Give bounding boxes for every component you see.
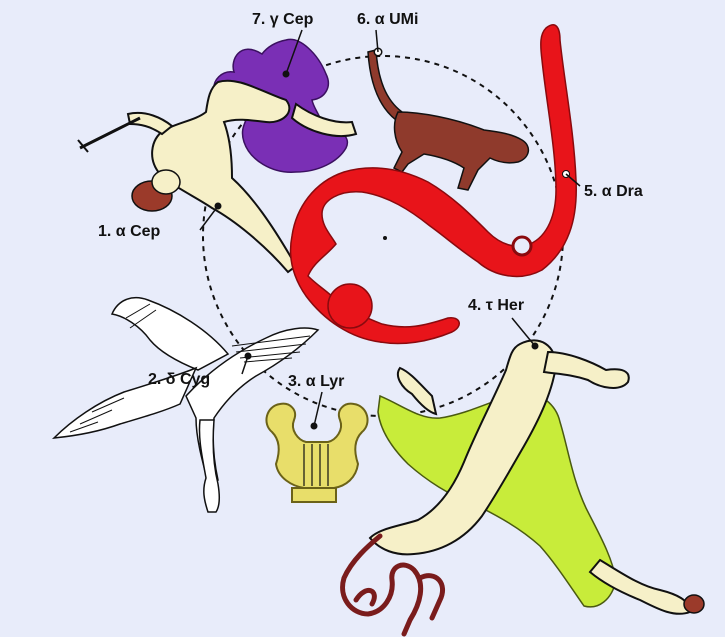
label-alpha-cep: 1. α Cep [98,223,161,240]
draco-coil-head [328,284,372,328]
cygnus-wing-upper [112,298,228,370]
cepheus-arm-left [128,113,172,134]
label-alpha-lyr: 3. α Lyr [288,373,344,390]
draco-figure [291,25,577,344]
ursa-minor-figure [368,48,528,190]
lyra-base [292,488,336,502]
hercules-leg-right [544,352,629,388]
label-alpha-umi: 6. α UMi [357,11,418,28]
cepheus-scepter [80,118,140,148]
label-tau-her: 4. τ Her [468,297,524,314]
cygnus-neck-head [199,420,219,512]
ursa-minor-tail [368,50,402,120]
leader-alpha-lyr [314,392,322,426]
cepheus-head [152,170,180,194]
ecliptic-pole-dot [383,236,387,240]
lyra-figure [266,404,367,502]
draco-coil [513,237,531,255]
label-delta-cyg: 2. δ Cyg [148,371,210,388]
leader-alpha-cep [200,206,218,230]
hercules-hand-bottom-right [684,595,704,613]
label-alpha-dra: 5. α Dra [584,183,643,200]
hercules-figure [343,340,704,634]
label-gamma-cep: 7. γ Cep [252,11,314,28]
